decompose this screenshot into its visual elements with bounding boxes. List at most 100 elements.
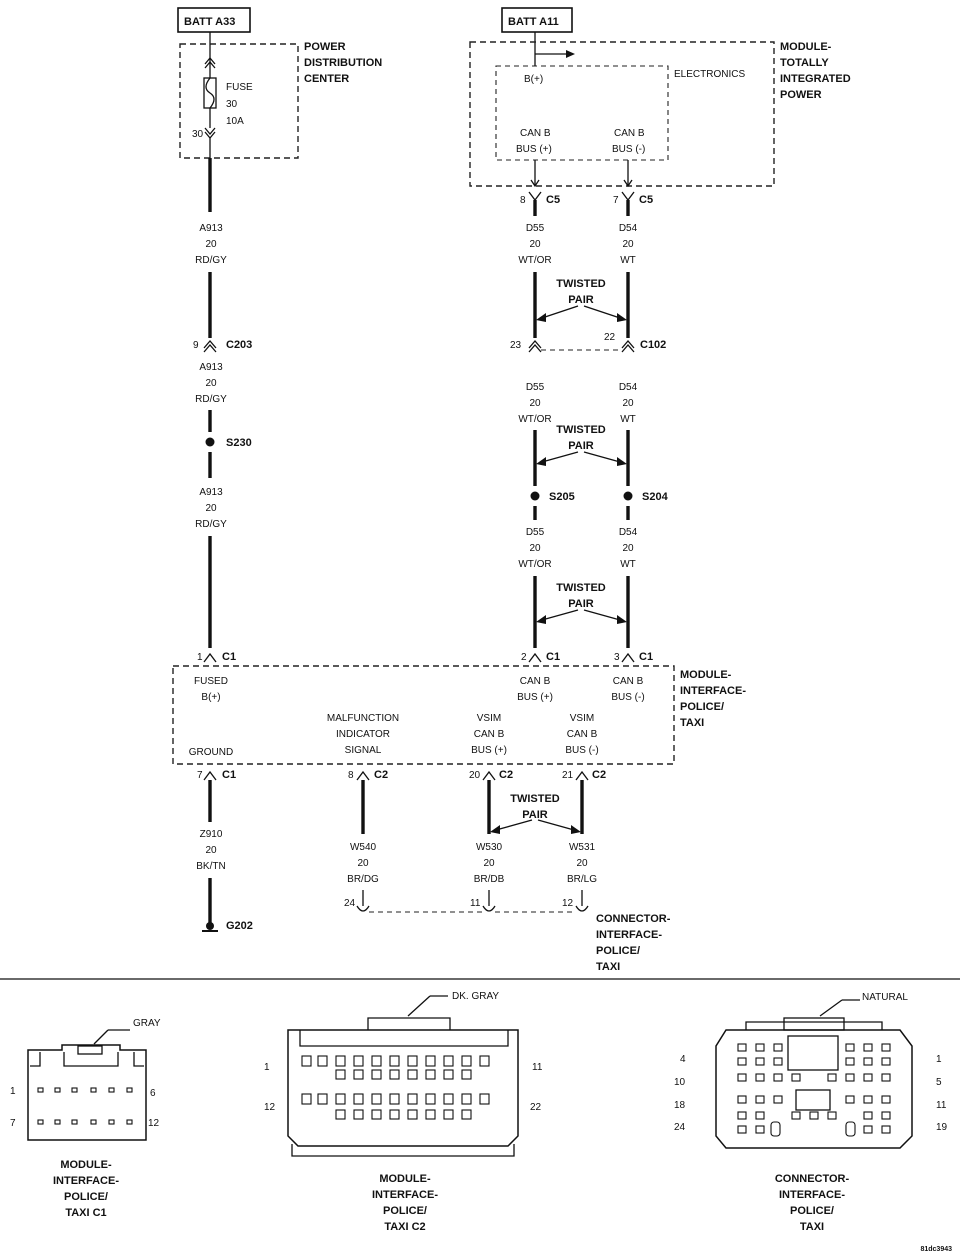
svg-text:20: 20: [576, 858, 588, 869]
svg-text:CAN B: CAN B: [614, 128, 645, 139]
twisted-pair-4: TWISTED PAIR: [490, 793, 581, 834]
wire-z910: Z910 20 BK/TN: [196, 780, 226, 924]
svg-text:POLICE/: POLICE/: [383, 1205, 427, 1217]
svg-text:PAIR: PAIR: [522, 809, 548, 821]
svg-text:11: 11: [936, 1100, 947, 1111]
svg-text:1: 1: [936, 1054, 942, 1065]
svg-text:21: 21: [562, 770, 574, 781]
svg-text:20: 20: [205, 503, 217, 514]
svg-text:C1: C1: [546, 651, 560, 663]
svg-text:ELECTRONICS: ELECTRONICS: [674, 69, 745, 80]
svg-text:D54: D54: [619, 382, 638, 393]
batt-a11-label: BATT A11: [501, 7, 573, 33]
batt-a33-label: BATT A33: [177, 7, 251, 33]
svg-text:20: 20: [529, 239, 541, 250]
svg-text:INTEGRATED: INTEGRATED: [780, 73, 851, 85]
svg-text:PAIR: PAIR: [568, 440, 594, 452]
connector-c203: 9 C203: [193, 339, 252, 353]
svg-text:TWISTED: TWISTED: [556, 582, 606, 594]
svg-text:TAXI C2: TAXI C2: [384, 1221, 425, 1233]
svg-text:BATT A11: BATT A11: [508, 16, 559, 28]
svg-text:C5: C5: [546, 194, 560, 206]
svg-text:2: 2: [521, 652, 527, 663]
svg-text:S230: S230: [226, 437, 252, 449]
svg-text:19: 19: [936, 1122, 948, 1133]
svg-text:30: 30: [226, 99, 238, 110]
svg-text:TAXI: TAXI: [680, 717, 704, 729]
svg-text:20: 20: [529, 398, 541, 409]
twisted-pair-3: TWISTED PAIR: [536, 582, 627, 624]
svg-text:POWER: POWER: [304, 41, 346, 53]
svg-text:CAN B: CAN B: [520, 128, 551, 139]
svg-text:8: 8: [348, 770, 354, 781]
svg-text:D54: D54: [619, 223, 638, 234]
wire-d54: D54 20 WT D54 20 WT D54 20 WT: [619, 200, 638, 648]
svg-text:Z910: Z910: [200, 829, 223, 840]
svg-text:MALFUNCTION: MALFUNCTION: [327, 713, 399, 724]
svg-text:20: 20: [622, 239, 634, 250]
svg-text:8: 8: [520, 195, 526, 206]
svg-text:S204: S204: [642, 491, 669, 503]
svg-text:BUS (-): BUS (-): [611, 692, 644, 703]
svg-text:CAN B: CAN B: [567, 729, 598, 740]
svg-text:GROUND: GROUND: [189, 747, 233, 758]
svg-text:C5: C5: [639, 194, 653, 206]
connector-view-c1: GRAY 1 6 7 12 MODULE- INTERFACE- POLICE/…: [10, 1018, 161, 1219]
connector-c2-pin21: 21 C2: [562, 769, 606, 781]
connector-c1-pin2: 2 C1: [521, 651, 560, 663]
fuse-icon: [203, 77, 217, 109]
svg-text:24: 24: [344, 898, 356, 909]
svg-text:C1: C1: [222, 769, 236, 781]
svg-text:BATT A33: BATT A33: [184, 16, 235, 28]
svg-text:BK/TN: BK/TN: [196, 861, 225, 872]
svg-text:12: 12: [148, 1118, 160, 1129]
svg-text:D55: D55: [526, 223, 545, 234]
svg-text:MODULE-: MODULE-: [680, 669, 732, 681]
svg-text:23: 23: [510, 340, 522, 351]
svg-text:20: 20: [469, 770, 481, 781]
svg-text:S205: S205: [549, 491, 575, 503]
svg-text:TWISTED: TWISTED: [556, 424, 606, 436]
svg-text:C2: C2: [499, 769, 513, 781]
svg-text:FUSED: FUSED: [194, 676, 228, 687]
power-distribution-center: POWER DISTRIBUTION CENTER FUSE 30 10A 30: [179, 41, 382, 159]
connector-c1-pin7: 7 C1: [197, 769, 236, 781]
connector-view-c2: DK. GRAY 1 11 12 22 MODULE- INTERFACE- P…: [264, 991, 543, 1233]
svg-text:6: 6: [150, 1088, 156, 1099]
svg-text:12: 12: [264, 1102, 276, 1113]
connector-c1-pin1: 1 C1: [197, 651, 236, 663]
svg-text:22: 22: [604, 332, 616, 343]
twisted-pair-1: TWISTED PAIR: [536, 278, 627, 322]
svg-text:20: 20: [483, 858, 495, 869]
svg-text:DISTRIBUTION: DISTRIBUTION: [304, 57, 382, 69]
wire-w530: W530 20 BR/DB: [474, 780, 505, 906]
svg-text:TWISTED: TWISTED: [556, 278, 606, 290]
svg-text:BUS (-): BUS (-): [565, 745, 598, 756]
svg-text:BUS (+): BUS (+): [516, 144, 552, 155]
connector-view-interface-police-taxi: NATURAL 4 10 18 24 1 5 11 19 CONNECTOR- …: [674, 992, 948, 1233]
svg-text:TOTALLY: TOTALLY: [780, 57, 829, 69]
wire-w531: W531 20 BR/LG: [567, 780, 597, 906]
svg-text:D55: D55: [526, 527, 545, 538]
svg-text:24: 24: [674, 1122, 686, 1133]
svg-text:9: 9: [193, 340, 199, 351]
svg-text:C102: C102: [640, 339, 666, 351]
c1-pin-row-top: [37, 1087, 133, 1093]
svg-text:BR/DG: BR/DG: [347, 874, 379, 885]
svg-text:20: 20: [205, 378, 217, 389]
svg-text:WT/OR: WT/OR: [518, 255, 551, 266]
svg-text:POWER: POWER: [780, 89, 822, 101]
svg-text:4: 4: [680, 1054, 686, 1065]
svg-text:A913: A913: [199, 362, 223, 373]
svg-text:WT: WT: [620, 559, 636, 570]
svg-text:BR/LG: BR/LG: [567, 874, 597, 885]
svg-text:BR/DB: BR/DB: [474, 874, 505, 885]
connector-c2-pin20: 20 C2: [469, 769, 513, 781]
cip-pin-grid: [737, 1043, 891, 1137]
module-interface-police-taxi: MODULE- INTERFACE- POLICE/ TAXI FUSED B(…: [172, 665, 746, 765]
svg-text:A913: A913: [199, 223, 223, 234]
svg-text:C2: C2: [374, 769, 388, 781]
svg-text:20: 20: [622, 543, 634, 554]
svg-text:C2: C2: [592, 769, 606, 781]
